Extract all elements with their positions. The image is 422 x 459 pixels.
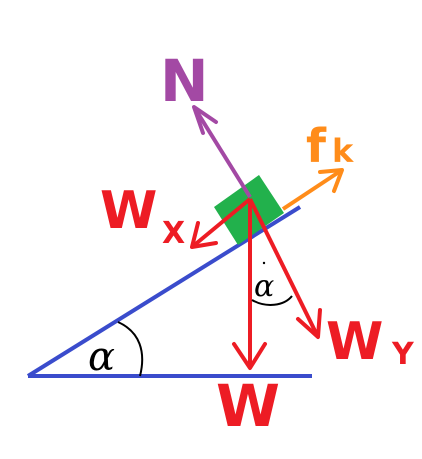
- normal-force-arrowhead: [192, 105, 218, 135]
- wx-arrowhead: [190, 221, 218, 249]
- normal-force-arrow: [192, 105, 252, 199]
- angle-arc-forces: [251, 295, 293, 306]
- wx-subscript: X: [162, 216, 185, 251]
- friction-arrow: [281, 168, 344, 211]
- angle-label-forces: α: [254, 269, 274, 304]
- wx-arrow: [190, 197, 252, 249]
- friction-label: f: [306, 119, 327, 173]
- angle-arc-base: [117, 321, 144, 377]
- angle-dot: [262, 261, 266, 265]
- friction-arrowhead: [318, 168, 344, 193]
- wy-subscript: Y: [391, 337, 415, 372]
- wy-arrowhead: [296, 308, 322, 339]
- weight-label: W: [216, 372, 280, 440]
- wx-label: W: [100, 181, 157, 241]
- normal-label: N: [160, 47, 209, 115]
- friction-subscript: k: [332, 132, 354, 170]
- angle-label-base: α: [88, 334, 115, 380]
- wy-arrow: [248, 198, 320, 338]
- incline-line: [26, 205, 302, 378]
- weight-arrowhead: [232, 342, 267, 370]
- wy-label: W: [326, 312, 383, 372]
